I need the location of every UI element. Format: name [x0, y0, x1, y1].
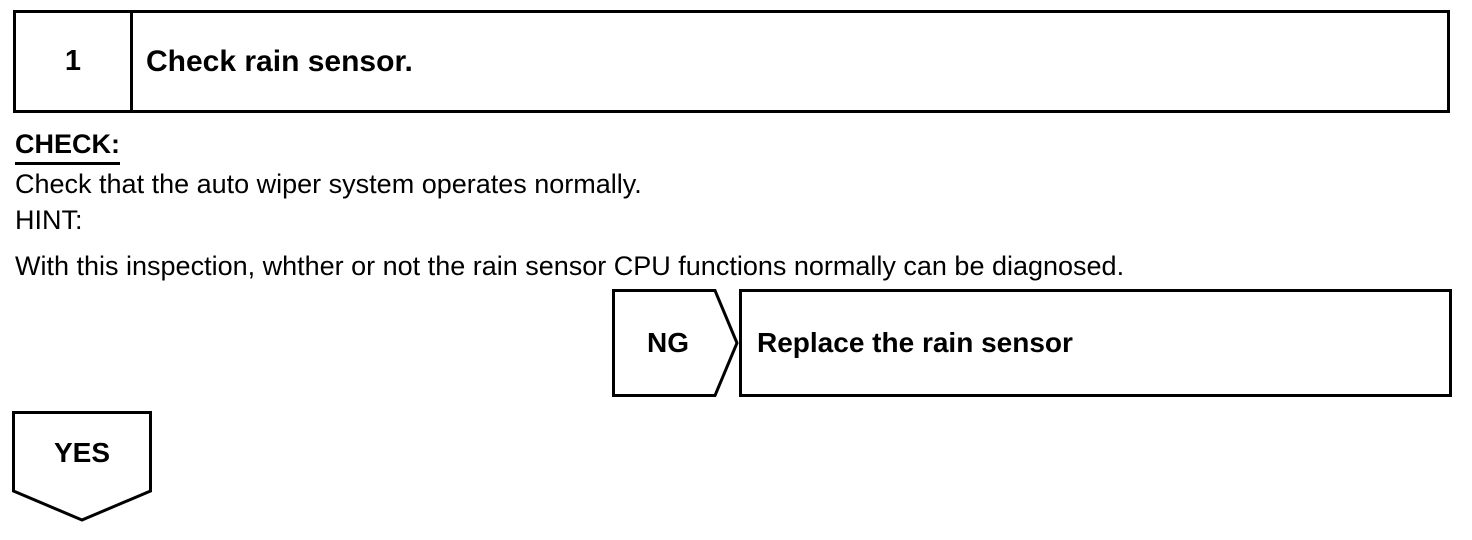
ng-arrow-shape	[612, 289, 739, 397]
step-title: Check rain sensor.	[146, 44, 413, 78]
check-heading: CHECK:	[15, 128, 120, 165]
yes-label: YES	[53, 437, 111, 468]
hint-label: HINT:	[15, 205, 83, 235]
hint-text: With this inspection, whther or not the …	[15, 251, 1125, 281]
ng-action-text: Replace the rain sensor	[757, 327, 1073, 358]
ng-label: NG	[647, 327, 689, 358]
step-number: 1	[16, 13, 133, 110]
check-text: Check that the auto wiper system operate…	[15, 169, 642, 199]
yes-arrow-shape	[12, 411, 152, 522]
ng-action-box: Replace the rain sensor	[739, 289, 1452, 397]
step-header-box: 1 Check rain sensor.	[13, 10, 1450, 113]
